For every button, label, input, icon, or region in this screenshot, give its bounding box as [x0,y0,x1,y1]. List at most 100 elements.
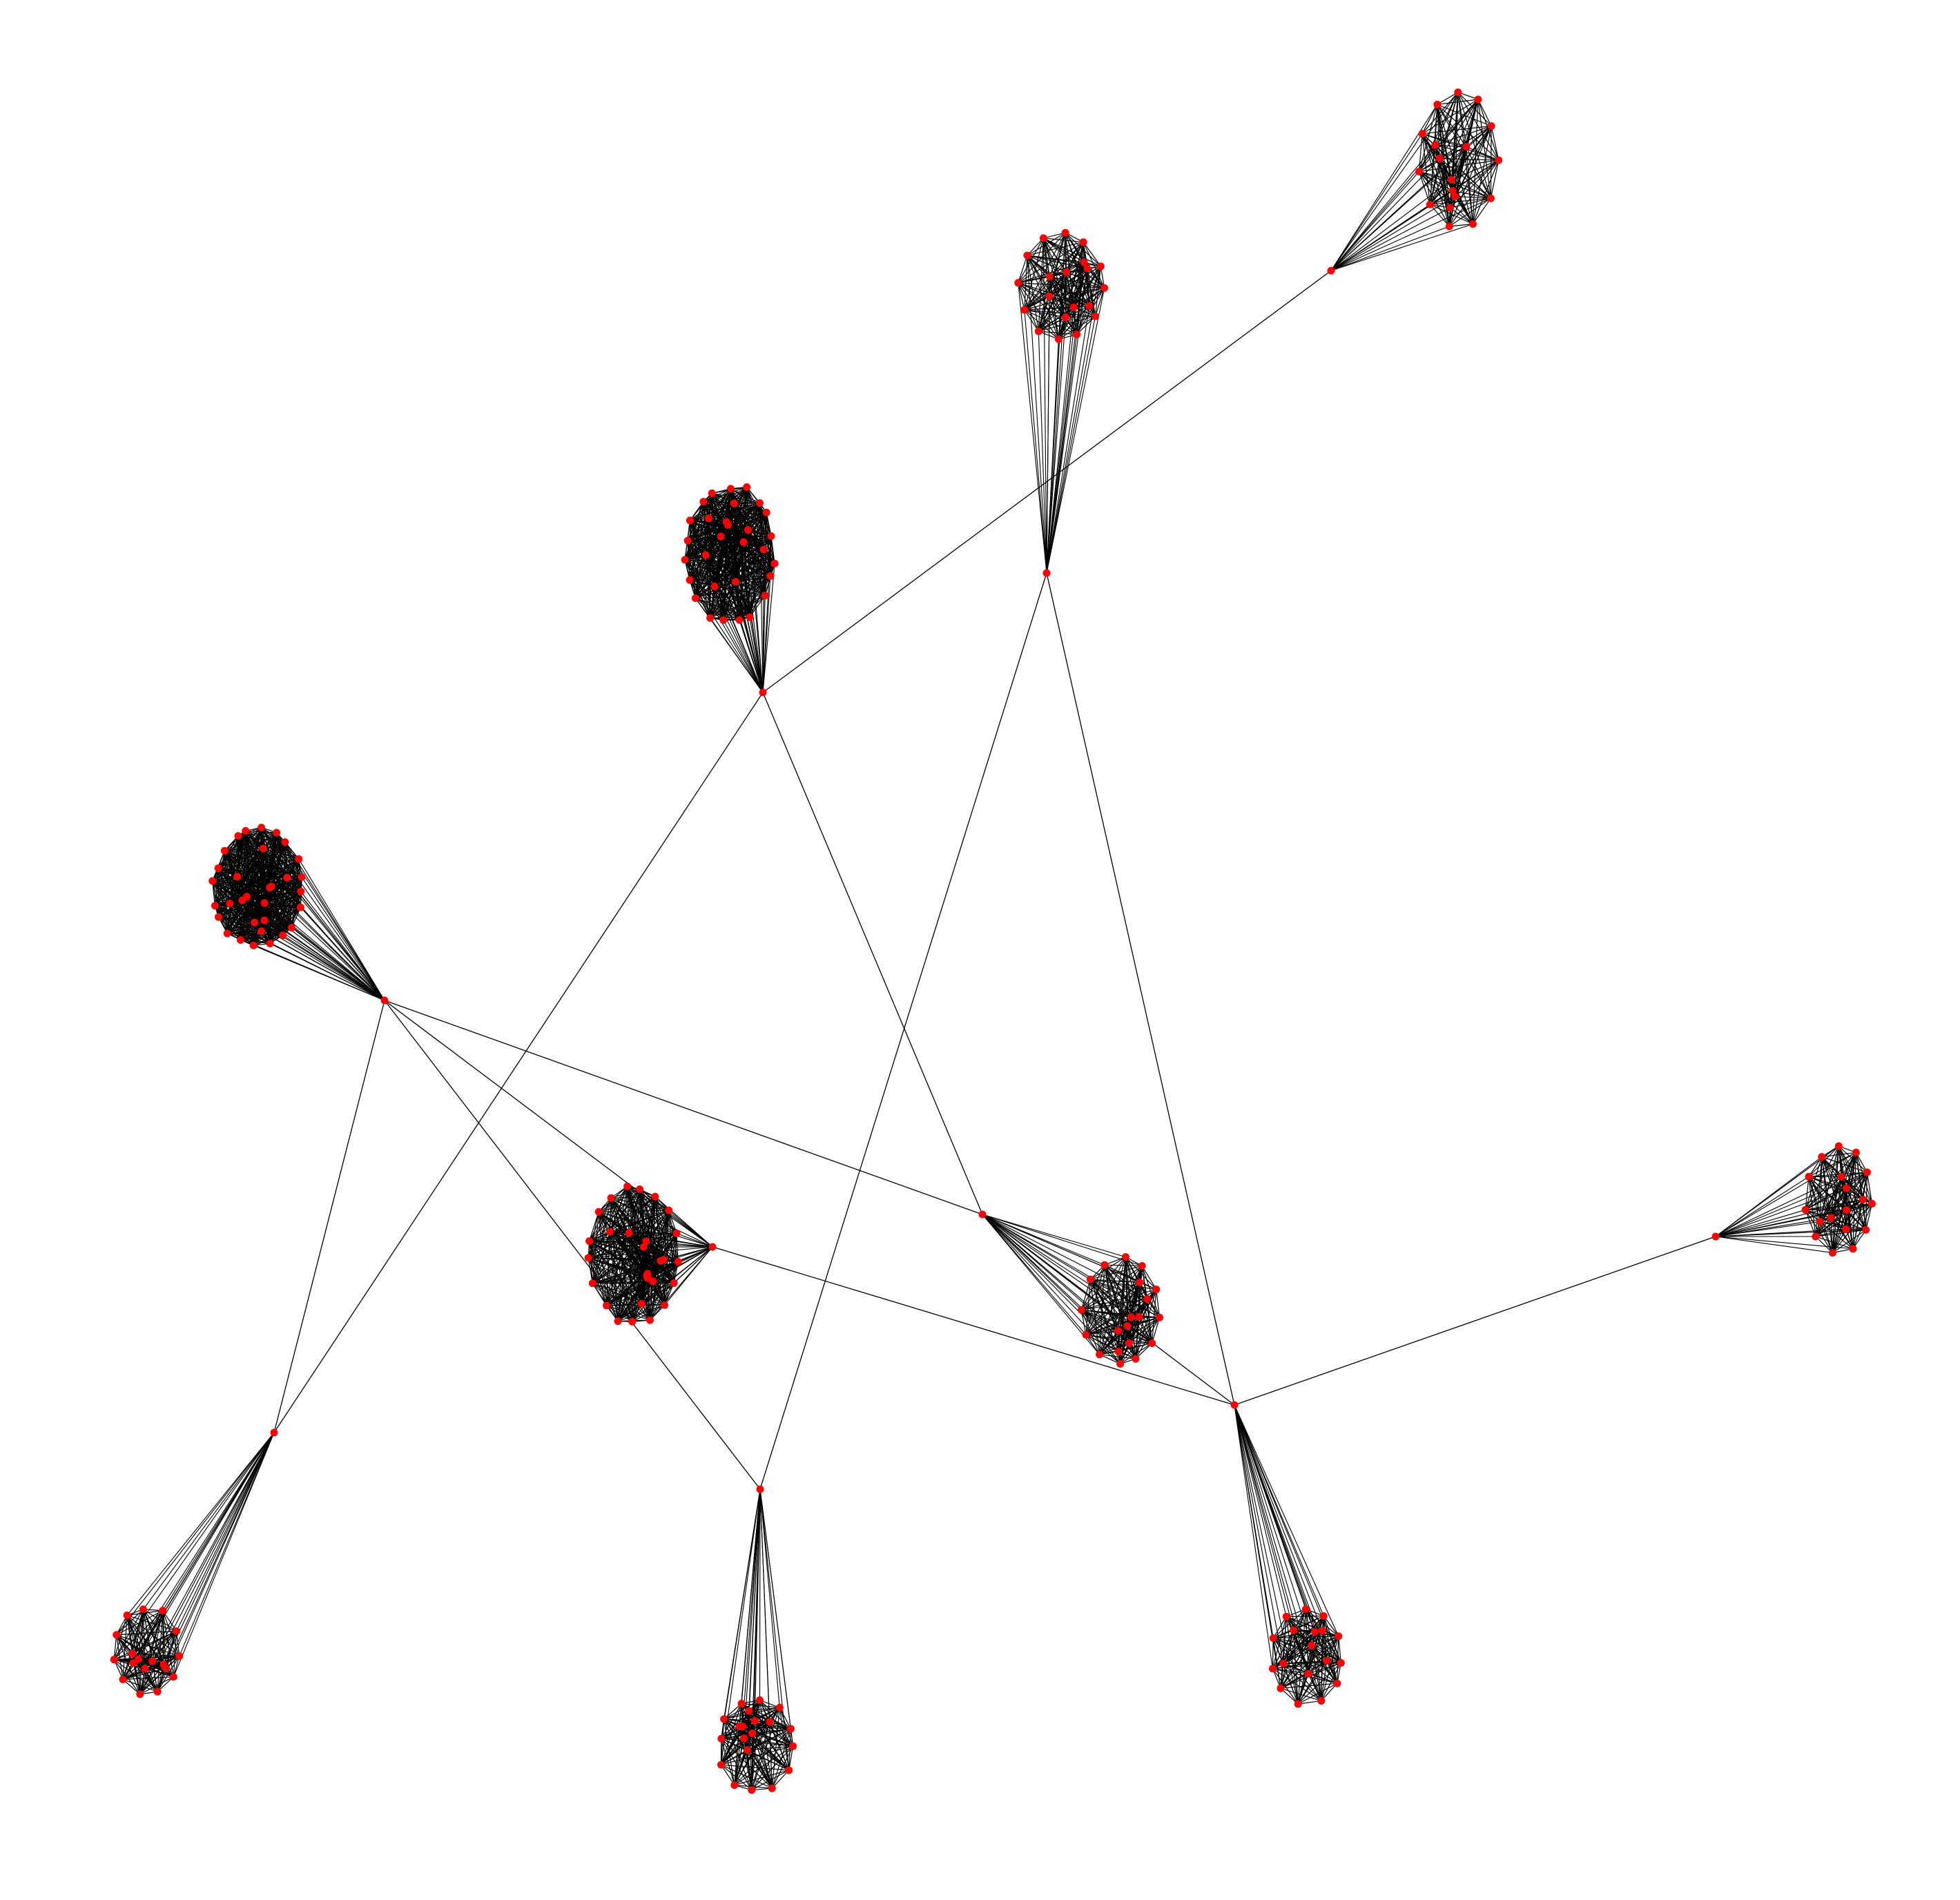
cluster-node [735,616,744,624]
cluster-edge [735,536,772,582]
cluster-edge [609,1231,642,1304]
cluster-edge [1286,1616,1324,1618]
cluster-edge [720,1703,742,1765]
hub-node [1042,569,1051,577]
cluster-edge [739,549,764,621]
cluster-node [1046,273,1054,281]
cluster-edge [1845,1152,1856,1230]
cluster-edge [1437,92,1459,105]
cluster-edge [710,542,744,619]
cluster-node [706,614,715,622]
cluster-edge [646,1241,664,1261]
cluster-edge [246,896,262,932]
cluster-edge [646,1196,656,1242]
cluster-edge [1439,146,1466,159]
cluster-edge [264,877,302,921]
cluster-edge [1027,255,1050,278]
cluster-edge [131,1609,144,1654]
cluster-edge [744,1721,770,1739]
cluster-node [159,1607,167,1615]
cluster-edge [1451,146,1467,180]
cluster-edge [654,1196,664,1260]
hub-spoke-edge [982,1214,1087,1335]
cluster-edge [739,542,744,621]
cluster-edge [1104,1265,1119,1331]
cluster-edge [176,1631,180,1656]
cluster-edge [1081,1309,1129,1344]
cluster-node [208,877,217,885]
cluster-edge [734,1728,791,1786]
hub-spoke-edge [1715,1176,1809,1237]
cluster-edge [133,1662,166,1669]
cluster-edge [610,1231,664,1261]
cluster-edge [132,1631,177,1654]
cluster-node [279,931,287,940]
cluster-edge [1027,238,1044,256]
cluster-node [737,1700,746,1707]
cluster-edge [269,877,302,944]
cluster-edge [217,868,231,904]
cluster-node [173,1627,181,1636]
cluster-edge [1272,1616,1287,1638]
cluster-edge [237,827,262,878]
cluster-edge [759,503,772,536]
hub-spoke-edge [1046,268,1088,574]
cluster-node [1282,1613,1290,1620]
cluster-edge [229,876,238,904]
hub-spoke-edge [165,1432,275,1669]
cluster-edge [284,842,302,878]
cluster-node [1138,1262,1146,1270]
cluster-node [242,826,250,835]
cluster-edge [730,488,764,550]
cluster-edge [589,1212,599,1241]
cluster-edge [215,905,262,932]
hub-spoke-edge [1046,316,1096,574]
cluster-edge [1435,99,1479,146]
cluster-edge [1321,1630,1338,1684]
cluster-node [1268,1665,1277,1673]
cluster-edge [1135,1317,1140,1359]
cluster-edge [1141,1266,1161,1318]
cluster-edge [1272,1616,1287,1669]
cluster-edge [592,1198,612,1283]
cluster-edge [1422,92,1459,135]
hub-spoke-edge [113,1432,275,1660]
cluster-node [637,1299,646,1308]
cluster-node [141,1665,149,1673]
cluster-edge [1283,1609,1306,1664]
cluster-edge [1435,92,1459,146]
cluster-edge [1024,276,1050,311]
cluster-node [649,1277,657,1286]
cluster-edge [708,518,715,587]
cluster-edge [749,595,766,618]
cluster-edge [1323,1616,1339,1637]
cluster-node [1279,1659,1288,1667]
cluster-node [768,1784,776,1792]
cluster-edge [1024,309,1039,332]
cluster-edge [747,1728,791,1751]
cluster-edge [1832,1210,1847,1253]
cluster-edge [588,1257,650,1321]
cluster-edge [714,503,735,587]
cluster-edge [1049,242,1084,278]
bridge-edge [384,1000,761,1490]
hub-spoke-edge [261,931,385,1001]
hub-spoke-edge [982,1214,1091,1280]
graph-nodes [110,88,1876,1794]
cluster-node [1073,330,1081,338]
cluster-edge [242,900,262,932]
cluster-node [1311,1628,1319,1636]
cluster-edge [1451,99,1479,180]
cluster-edge [1845,1199,1863,1230]
hub-node [759,688,767,697]
cluster-edge [746,1711,750,1750]
cluster-edge [724,1703,742,1720]
cluster-edge [1805,1176,1842,1210]
cluster-edge [1821,1156,1842,1177]
cluster-edge [1805,1210,1816,1237]
cluster-node [775,1703,784,1712]
hub-spoke-edge [741,1489,761,1727]
cluster-edge [1297,1636,1339,1705]
cluster-edge [1862,1199,1867,1230]
cluster-node [1415,168,1423,175]
